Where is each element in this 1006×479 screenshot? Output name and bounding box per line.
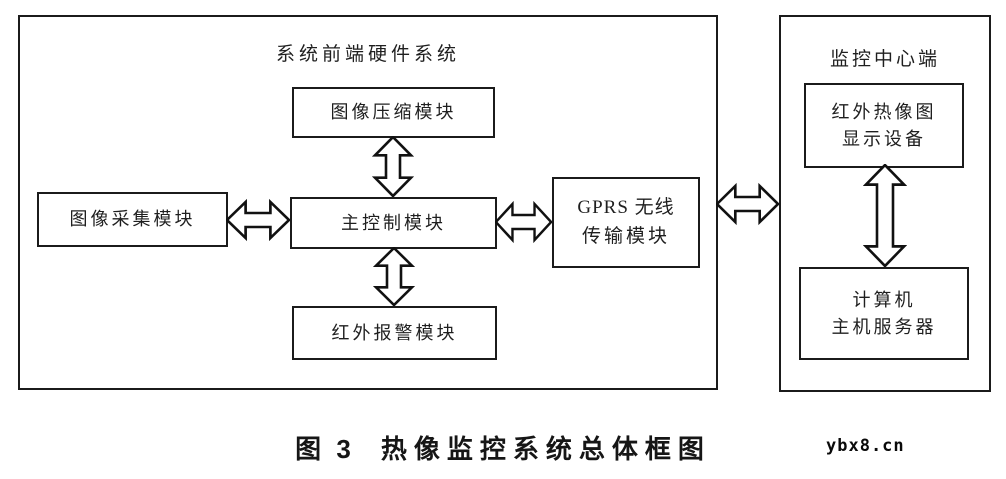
gprs-module-label-line1: GPRS 无线	[577, 197, 675, 218]
main-control-module-label: 主控制模块	[341, 212, 446, 233]
main-control-module-box: 主控制模块	[290, 197, 497, 249]
infrared-alarm-module-box: 红外报警模块	[292, 306, 497, 360]
infrared-alarm-module-label: 红外报警模块	[331, 322, 458, 343]
double-arrow-icon-control-gprs	[495, 200, 552, 244]
image-acquisition-module-label: 图像采集模块	[69, 209, 196, 229]
image-compression-module-label: 图像压缩模块	[330, 102, 457, 122]
gprs-module-box: GPRS 无线 传输模块	[552, 177, 700, 268]
thermal-display-label-line1: 红外热像图	[831, 101, 937, 122]
double-arrow-icon-acquisition-control	[226, 198, 290, 242]
computer-server-label-line1: 计算机	[852, 289, 916, 310]
double-arrow-icon-compression-control	[372, 136, 414, 197]
figure-caption: 图 3 热像监控系统总体框图	[0, 429, 1006, 466]
gprs-module-label-line2: 传输模块	[581, 225, 670, 247]
double-arrow-icon-display-server	[863, 164, 907, 267]
double-arrow-icon-control-alarm	[373, 247, 415, 306]
watermark-text: ybx8.cn	[826, 436, 905, 456]
figure-caption-text: 热像监控系统总体框图	[380, 434, 711, 464]
image-compression-module-box: 图像压缩模块	[292, 87, 495, 138]
double-arrow-icon-frontend-center	[716, 182, 779, 226]
thermal-display-device-box: 红外热像图 显示设备	[804, 83, 964, 168]
image-acquisition-module-box: 图像采集模块	[37, 192, 228, 247]
thermal-display-label-line2: 显示设备	[842, 128, 926, 149]
computer-server-label-line2: 主机服务器	[831, 316, 937, 337]
monitoring-center-title: 监控中心端	[829, 49, 940, 70]
computer-server-box: 计算机 主机服务器	[799, 267, 969, 360]
figure-caption-number: 图 3	[295, 434, 355, 464]
frontend-group-title: 系统前端硬件系统	[275, 44, 460, 65]
